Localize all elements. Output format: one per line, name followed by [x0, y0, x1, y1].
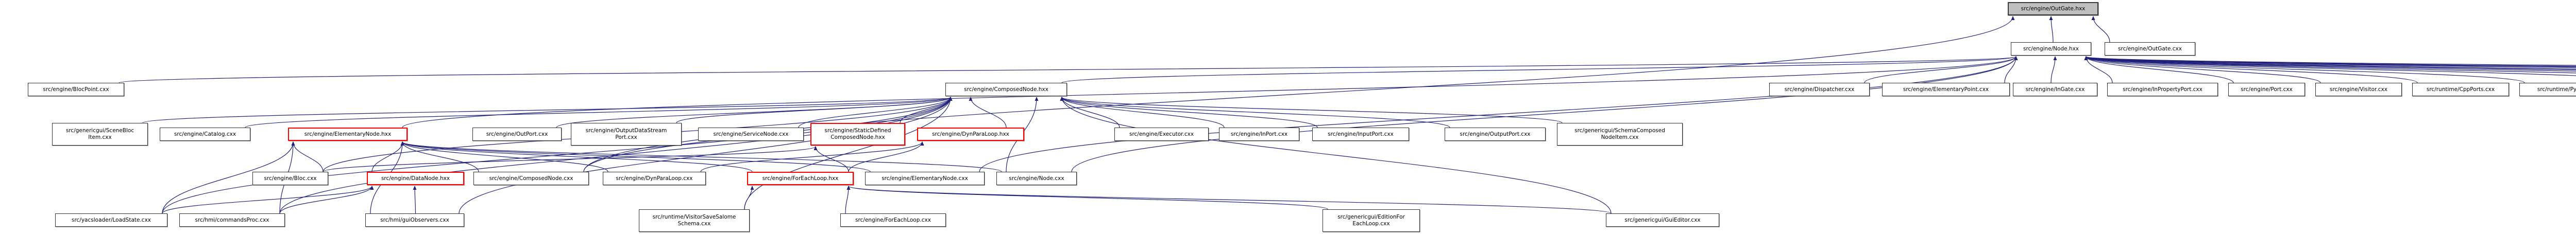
node-blocpoint_cxx[interactable]: src/engine/BlocPoint.cxx: [28, 83, 124, 96]
include-edge: [400, 141, 871, 172]
node-bloc_cxx[interactable]: src/engine/Bloc.cxx: [252, 172, 328, 185]
node-visitor_cxx[interactable]: src/engine/Visitor.cxx: [2315, 83, 2402, 96]
include-edge: [413, 186, 417, 214]
node-editionforeachloop_cxx[interactable]: src/genericgui/EditionFor EachLoop.cxx: [1323, 209, 1420, 232]
node-outgate_cxx[interactable]: src/engine/OutGate.cxx: [2105, 42, 2195, 56]
include-edge: [744, 186, 754, 210]
node-elementarypoint_cxx[interactable]: src/engine/ElementaryPoint.cxx: [1882, 83, 2010, 96]
node-node_cxx[interactable]: src/engine/Node.cxx: [996, 172, 1077, 185]
include-edge: [291, 141, 324, 172]
node-composednode_cxx[interactable]: src/engine/ComposedNode.cxx: [473, 172, 589, 185]
node-visitorsavesalomeschema_cxx[interactable]: src/runtime/VisitorSaveSalome Schema.cxx: [639, 209, 750, 232]
include-edge: [162, 186, 374, 214]
node-staticdefined_hxx[interactable]: src/engine/StaticDefined ComposedNode.hx…: [810, 123, 905, 146]
node-outputport_cxx[interactable]: src/engine/OutputPort.cxx: [1445, 128, 1546, 141]
include-edge: [846, 186, 1612, 214]
include-edge: [1060, 97, 1120, 128]
include-edge: [400, 141, 608, 172]
include-edge: [400, 141, 1002, 172]
include-edge: [1071, 56, 2018, 172]
include-edge: [845, 186, 851, 214]
node-node_hxx[interactable]: src/engine/Node.hxx: [2011, 42, 2091, 56]
include-edge: [402, 56, 2018, 128]
include-edge: [2084, 56, 2525, 83]
include-edge: [969, 97, 1007, 128]
include-edge: [279, 97, 953, 214]
include-edge: [700, 141, 924, 172]
include-edge: [371, 141, 404, 172]
include-edge: [1060, 97, 1318, 128]
include-edge: [2084, 56, 2576, 76]
include-edge: [2084, 56, 2576, 68]
node-outgate_hxx[interactable]: src/engine/OutGate.hxx: [2008, 2, 2098, 15]
include-edge: [2084, 56, 2576, 67]
node-elementarynode_cxx[interactable]: src/engine/ElementaryNode.cxx: [865, 172, 985, 185]
include-edge: [2091, 16, 2110, 43]
include-edge: [744, 97, 953, 210]
include-edge: [2084, 56, 2576, 69]
node-foreachloop_hxx[interactable]: src/engine/ForEachLoop.hxx: [747, 172, 854, 185]
node-inputport_cxx[interactable]: src/engine/InputPort.cxx: [1312, 128, 1409, 141]
node-guieditor_cxx[interactable]: src/genericgui/GuiEditor.cxx: [1606, 213, 1719, 227]
include-edge: [1060, 97, 1563, 123]
node-pythoninitconv_cxx[interactable]: src/runtime/PythonInitConv.cxx: [2519, 83, 2576, 96]
include-edge: [118, 56, 2018, 83]
include-edge: [323, 146, 818, 172]
include-edge: [2084, 56, 2576, 71]
include-edge: [676, 97, 953, 123]
node-outputdatastreamport_cxx[interactable]: src/engine/OutputDataStream Port.cxx: [571, 123, 682, 146]
include-edge: [2049, 16, 2054, 43]
node-schemacomposednodeitem_cxx[interactable]: src/genericgui/SchemaComposed NodeItem.c…: [1557, 123, 1683, 146]
include-edge: [2084, 56, 2418, 83]
include-edge: [279, 186, 374, 214]
include-edge: [2050, 56, 2057, 83]
include-edge: [848, 141, 924, 172]
node-inport_cxx[interactable]: src/engine/InPort.cxx: [1219, 128, 1299, 141]
node-ingate_cxx[interactable]: src/engine/InGate.cxx: [2013, 83, 2097, 96]
node-inpropertyport_cxx[interactable]: src/engine/InPropertyPort.cxx: [2107, 83, 2218, 96]
include-edge: [245, 97, 953, 128]
include-edge: [1864, 56, 2018, 83]
include-edge: [1060, 97, 1450, 128]
include-edge: [814, 146, 849, 172]
include-edge: [400, 141, 753, 172]
include-edge: [2084, 56, 2576, 70]
include-edge: [846, 186, 1328, 210]
include-edge: [2084, 56, 2234, 83]
include-edge: [900, 97, 953, 123]
node-guiobservers_cxx[interactable]: src/hmi/guiObservers.cxx: [365, 213, 464, 227]
include-edge: [162, 97, 953, 214]
include-edge: [979, 56, 2018, 172]
include-edge: [162, 141, 295, 214]
node-port_cxx[interactable]: src/engine/Port.cxx: [2228, 83, 2305, 96]
node-datanode_hxx[interactable]: src/engine/DataNode.hxx: [367, 172, 464, 185]
node-catalog_cxx[interactable]: src/engine/Catalog.cxx: [160, 128, 250, 141]
node-dynparaloop_cxx[interactable]: src/engine/DynParaLoop.cxx: [603, 172, 706, 185]
node-outport_cxx[interactable]: src/engine/OutPort.cxx: [472, 128, 562, 141]
node-cppports_cxx[interactable]: src/runtime/CppPorts.cxx: [2412, 83, 2509, 96]
node-dynparaloop_hxx[interactable]: src/engine/DynParaLoop.hxx: [917, 128, 1024, 141]
include-edge: [142, 97, 953, 123]
include-edge: [459, 97, 953, 214]
node-loadstate_cxx[interactable]: src/yacsloader/LoadState.cxx: [55, 213, 167, 227]
node-foreachloop_cxx[interactable]: src/engine/ForEachLoop.cxx: [840, 213, 946, 227]
node-dispatcher_cxx[interactable]: src/engine/Dispatcher.cxx: [1769, 83, 1870, 96]
include-edge: [2084, 56, 2576, 66]
node-executor_cxx[interactable]: src/engine/Executor.cxx: [1114, 128, 1209, 141]
include-edge: [2084, 56, 2321, 83]
include-edge: [1061, 56, 2018, 83]
include-edge: [2084, 56, 2576, 74]
node-composednode_hxx[interactable]: src/engine/ComposedNode.hxx: [945, 83, 1067, 96]
node-servicenode_cxx[interactable]: src/engine/ServiceNode.cxx: [698, 128, 804, 141]
node-sceneblocitem_cxx[interactable]: src/genericgui/SceneBloc Item.cxx: [52, 123, 148, 146]
node-commandsproc_cxx[interactable]: src/hmi/commandsProc.cxx: [179, 213, 285, 227]
include-edge: [1060, 97, 1612, 214]
node-elementarynode_hxx[interactable]: src/engine/ElementaryNode.hxx: [288, 128, 408, 141]
include-edge: [1060, 97, 1225, 128]
include-edge: [400, 141, 479, 172]
